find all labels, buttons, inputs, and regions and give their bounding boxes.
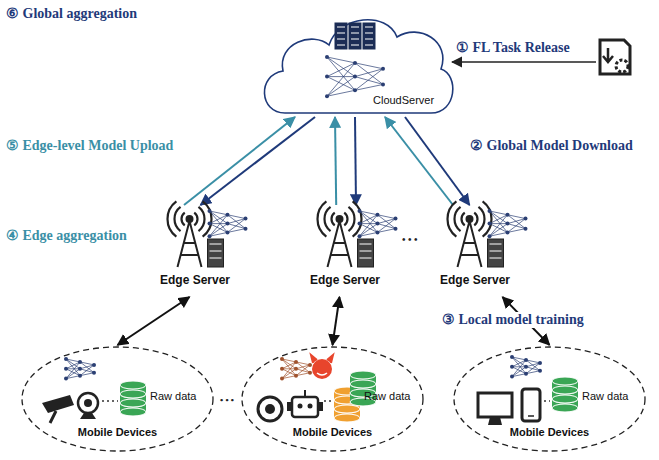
edge-server: Edge Server xyxy=(140,205,250,297)
edge-server: Edge Server xyxy=(290,205,400,297)
data-label: Raw data xyxy=(150,389,196,403)
step-label: ⑥ Global aggregation xyxy=(6,6,137,22)
cloud-server: CloudServer xyxy=(255,5,455,117)
flow-arrow xyxy=(385,117,453,205)
flow-arrow xyxy=(333,297,340,345)
data-label: Raw data xyxy=(364,389,410,403)
ellipsis-mark: • • • xyxy=(402,232,418,248)
node-label: Mobile Devices xyxy=(510,425,589,439)
flow-arrow xyxy=(201,117,316,205)
device-group: Raw dataMobile Devices xyxy=(240,345,425,453)
flow-arrow xyxy=(405,117,470,205)
step-label: ④ Edge aggregation xyxy=(6,228,127,244)
flow-arrow xyxy=(184,117,295,205)
device-group: Raw dataMobile Devices xyxy=(452,345,647,453)
node-label: Mobile Devices xyxy=(78,425,157,439)
step-label: ② Global Model Download xyxy=(470,138,633,154)
node-label: Edge Server xyxy=(310,273,380,287)
task-icon xyxy=(600,40,630,74)
flow-arrow xyxy=(118,297,190,345)
node-label: Mobile Devices xyxy=(293,425,372,439)
ellipsis-mark: • • • xyxy=(220,392,234,408)
node-label: CloudServer xyxy=(373,93,434,107)
device-group: Raw dataMobile Devices xyxy=(20,345,215,453)
node-label: Edge Server xyxy=(440,273,510,287)
flow-arrow xyxy=(335,117,336,205)
step-label: ⑤ Edge-level Model Upload xyxy=(6,138,173,154)
flow-arrow xyxy=(355,117,356,205)
data-label: Raw data xyxy=(582,389,628,403)
step-label: ① FL Task Release xyxy=(456,40,570,56)
node-label: Edge Server xyxy=(160,273,230,287)
edge-server: Edge Server xyxy=(420,205,530,297)
task-arrow xyxy=(452,61,596,63)
step-label: ③ Local model training xyxy=(440,312,586,328)
